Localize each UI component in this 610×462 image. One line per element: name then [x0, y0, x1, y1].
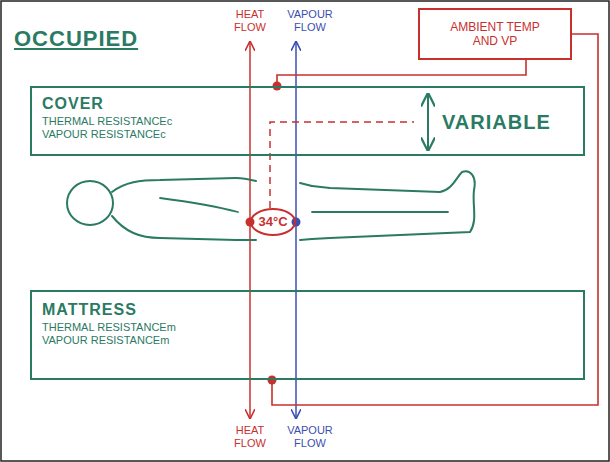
variable-arrow — [427, 94, 429, 150]
node-text: THERMAL RESISTANCEc — [42, 115, 172, 128]
node-heading: COVER — [42, 94, 104, 113]
node-text: THERMAL RESISTANCEm — [42, 321, 176, 334]
temperature-circle: 34°C — [250, 208, 296, 236]
mattress-box: MATTRESS THERMAL RESISTANCEmVAPOUR RESIST… — [30, 290, 585, 380]
ellipse-outline — [251, 209, 295, 235]
variable-label: VARIABLE — [442, 110, 551, 134]
flow-label: HEAT FLOW — [228, 8, 272, 34]
body-limb — [160, 198, 448, 212]
diagram-title: OCCUPIED — [14, 26, 138, 52]
node-heading: 34°C — [258, 214, 287, 230]
junction-dot — [268, 376, 277, 385]
body-outline — [112, 171, 475, 240]
node-heading: AMBIENT TEMP AND VP — [447, 20, 543, 49]
flow-label: HEAT FLOW — [228, 424, 272, 450]
leader-line — [270, 122, 414, 208]
vapour-flow-arrow — [295, 42, 297, 418]
node-text: VAPOUR RESISTANCEm — [42, 334, 169, 347]
connector-line — [277, 60, 526, 86]
flow-label: VAPOUR FLOW — [283, 424, 337, 450]
body-head — [67, 181, 113, 225]
body-outline — [236, 178, 312, 240]
flow-label: VAPOUR FLOW — [283, 8, 337, 34]
node-heading: MATTRESS — [42, 300, 137, 319]
heat-flow-arrow — [249, 42, 251, 418]
node-text: VAPOUR RESISTANCEc — [42, 128, 166, 141]
ambient-box: AMBIENT TEMP AND VP — [418, 8, 572, 60]
connector-line — [272, 34, 598, 405]
